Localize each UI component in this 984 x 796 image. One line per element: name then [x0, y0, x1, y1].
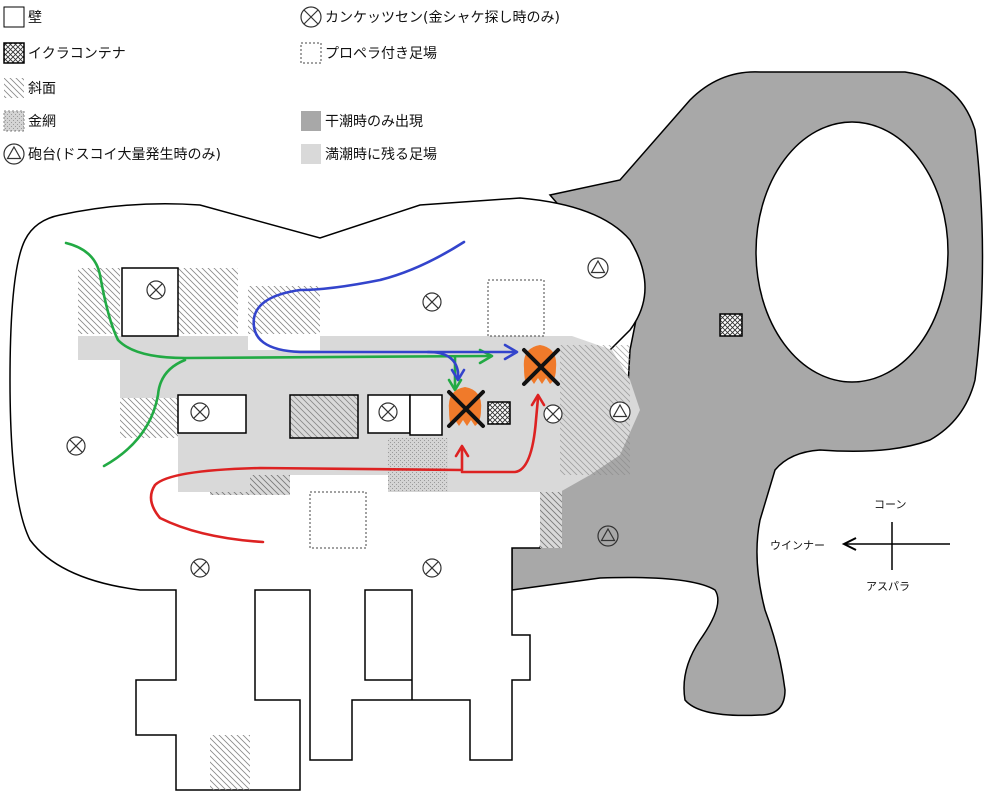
wire-mesh-swatch-icon	[3, 110, 25, 132]
salmon-marker-lower	[447, 387, 485, 428]
kanketsusen-icon	[190, 402, 210, 422]
route-blue-arrow	[503, 343, 519, 361]
propeller-platform-top	[487, 279, 545, 337]
legend-kanketsusen-label: カンケッツセン(金シャケ探し時のみ)	[325, 10, 560, 26]
route-blue	[252, 240, 517, 354]
legend-kanketsusen: カンケッツセン(金シャケ探し時のみ)	[300, 6, 560, 28]
compass-label-left: ウインナー	[770, 539, 825, 552]
route-red-2-arrow	[530, 393, 546, 407]
legend-high-tide-label: 満潮時に残る足場	[325, 147, 437, 163]
route-red	[149, 446, 464, 544]
low-tide-swatch-icon	[301, 111, 321, 131]
wall-block-center	[289, 394, 359, 439]
kanketsusen-icon	[146, 280, 166, 300]
kanketsusen-icon	[300, 6, 322, 28]
legend-ikura-container-label: イクラコンテナ	[28, 46, 126, 62]
route-red-2	[460, 396, 540, 474]
wall-block-white	[409, 394, 443, 436]
compass-label-down: アスパラ	[866, 580, 910, 593]
kanketsusen-icon	[66, 436, 86, 456]
ikura-container-icon	[487, 401, 511, 425]
cannon-markers	[587, 257, 631, 547]
oval-hole	[755, 121, 949, 383]
kanketsusen-icon	[543, 404, 563, 424]
kanketsusen-markers	[66, 280, 563, 578]
slope-swatch-icon	[4, 78, 24, 98]
cannon-icon	[609, 401, 631, 423]
legend-propeller-platform-label: プロペラ付き足場	[325, 46, 437, 62]
high-tide-platform	[78, 336, 640, 492]
legend-slope: 斜面	[3, 77, 56, 99]
propeller-platforms	[309, 279, 545, 549]
walls	[121, 267, 443, 439]
salmon-marker-upper	[522, 345, 560, 386]
route-blue-branch-arrow	[450, 368, 466, 382]
route-green-branch-arrow	[447, 378, 463, 392]
legend-cannon: 砲台(ドスコイ大量発生時のみ)	[3, 143, 221, 165]
compass	[841, 522, 950, 570]
ikura-container-icon	[719, 313, 743, 337]
cannon-icon	[597, 525, 619, 547]
wall-swatch-icon	[3, 6, 25, 28]
compass-arrow-icon	[841, 537, 857, 551]
wire-mesh-area	[388, 438, 448, 492]
kanketsusen-icon	[422, 558, 442, 578]
legend-slope-label: 斜面	[28, 81, 56, 97]
kanketsusen-icon	[422, 292, 442, 312]
legend-wire-mesh: 金網	[3, 110, 56, 132]
legend-low-tide: 干潮時のみ出現	[300, 110, 423, 132]
legend-wall-label: 壁	[28, 10, 42, 26]
route-green	[64, 241, 492, 468]
wall-block-top-left	[121, 267, 179, 337]
defeated-cross-icon	[447, 390, 485, 428]
legend-wire-mesh-label: 金網	[28, 114, 56, 130]
legend-propeller-platform: プロペラ付き足場	[300, 42, 437, 64]
propeller-platform-swatch-icon	[300, 42, 322, 64]
legend-low-tide-label: 干潮時のみ出現	[325, 114, 423, 130]
compass-label-up: コーン	[874, 498, 907, 511]
defeated-cross-icon	[522, 348, 560, 386]
kanketsusen-icon	[190, 558, 210, 578]
legend-high-tide: 満潮時に残る足場	[300, 143, 437, 165]
wall-block-mid-left	[177, 394, 247, 434]
legend-ikura-container: イクラコンテナ	[3, 42, 126, 64]
legend-cannon-label: 砲台(ドスコイ大量発生時のみ)	[28, 147, 221, 163]
kanketsusen-icon	[378, 402, 398, 422]
propeller-platform-bottom	[309, 491, 367, 549]
cannon-icon	[587, 257, 609, 279]
legend-wall: 壁	[3, 6, 42, 28]
cannon-icon	[3, 143, 25, 165]
ikura-container-icon	[3, 42, 25, 64]
high-tide-swatch-icon	[301, 144, 321, 164]
route-blue-branch	[426, 350, 460, 380]
route-red-arrow	[454, 444, 470, 458]
